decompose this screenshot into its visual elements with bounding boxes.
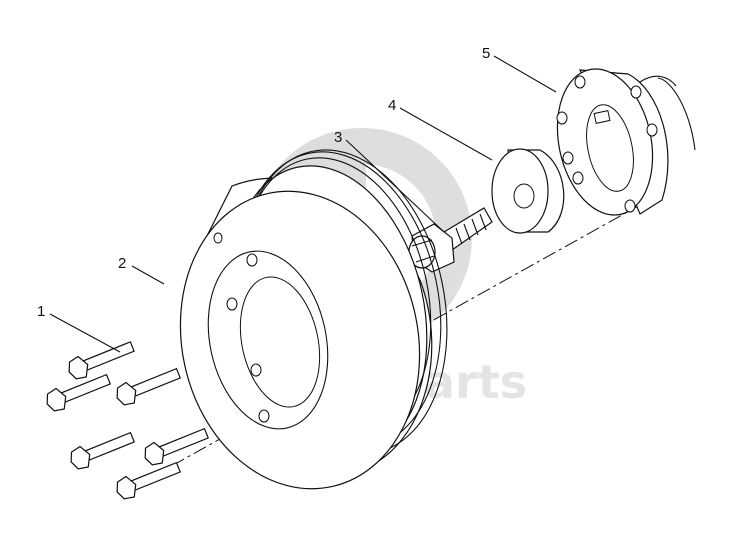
bolt (116, 367, 182, 406)
bolt (144, 427, 210, 466)
callout-2: 2 (118, 255, 126, 272)
bolt (68, 341, 135, 380)
bolts (46, 341, 210, 500)
leader-lines (49, 55, 557, 353)
pulley (179, 149, 448, 490)
center-bolt (408, 207, 493, 273)
callout-3: 3 (334, 129, 342, 146)
callout-1: 1 (37, 303, 45, 320)
callouts: 1 2 3 4 5 (37, 45, 490, 320)
callout-4: 4 (388, 97, 396, 114)
bolt (46, 373, 112, 412)
bolt (116, 461, 182, 500)
callout-5: 5 (482, 45, 490, 62)
washer (491, 148, 565, 234)
hub (556, 68, 696, 216)
bolt (70, 431, 136, 470)
